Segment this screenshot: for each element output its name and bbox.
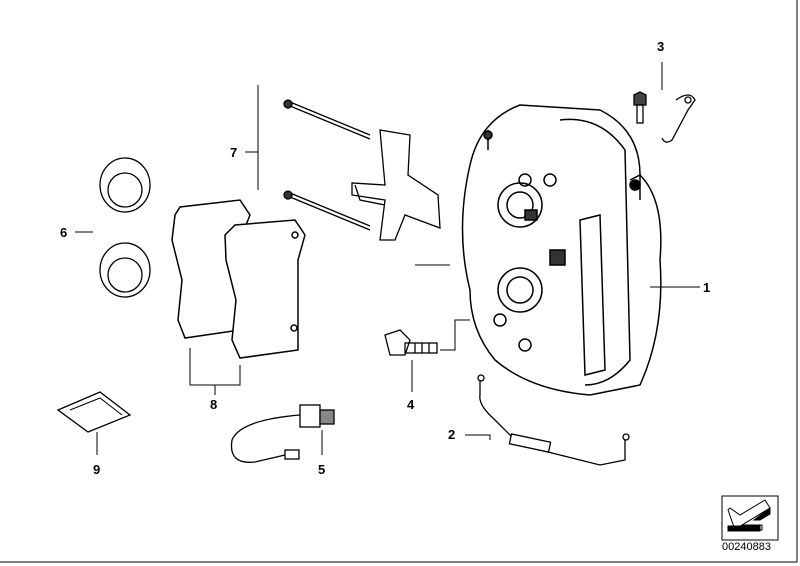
callout-6: 6 (60, 225, 68, 240)
callout-7: 7 (230, 145, 238, 160)
callout-3: 3 (657, 39, 665, 54)
callout-9: 9 (93, 462, 101, 477)
manufacturer-logo (721, 495, 779, 541)
bolt-part (384, 329, 438, 356)
callout-1: 1 (703, 280, 711, 295)
bleeder-part (633, 91, 696, 143)
seals-part (99, 157, 151, 298)
callout-8: 8 (210, 397, 218, 412)
pins-part (283, 99, 441, 241)
callout-5: 5 (318, 462, 326, 477)
callout-2: 2 (448, 427, 456, 442)
caliper-part (461, 104, 662, 396)
rear-sensor-part (477, 374, 630, 466)
grease-packet-part (56, 391, 132, 433)
sensor-part (230, 404, 335, 463)
pads-part (171, 199, 306, 359)
drawing-number: 00240883 (722, 541, 771, 553)
callout-4: 4 (407, 397, 415, 412)
